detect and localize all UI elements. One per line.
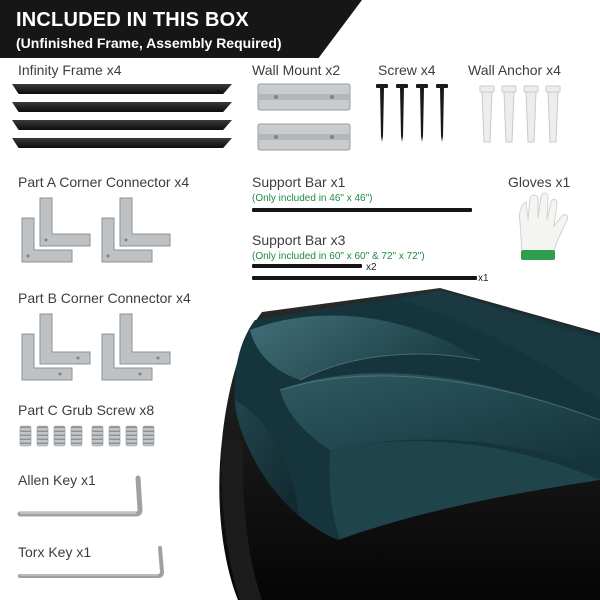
screw-label: Screw x4 xyxy=(378,62,436,78)
support-bar-1-note: (Only included in 46" x 46") xyxy=(252,193,373,204)
gloves-icon xyxy=(519,192,568,260)
corner-connector-a-icon xyxy=(21,197,171,263)
grub-screw-icon xyxy=(19,425,155,447)
part-b-label: Part B Corner Connector x4 xyxy=(18,290,191,306)
part-a-label: Part A Corner Connector x4 xyxy=(18,174,190,190)
support-bar-3-note: (Only included in 60" x 60" & 72" x 72") xyxy=(252,251,425,262)
allen-key-label: Allen Key x1 xyxy=(18,472,96,488)
gloves-label: Gloves x1 xyxy=(508,174,571,190)
support-bar-1-label: Support Bar x1 xyxy=(252,174,346,190)
wall-anchor-label: Wall Anchor x4 xyxy=(468,62,561,78)
screw-icon xyxy=(376,84,448,142)
part-c-label: Part C Grub Screw x8 xyxy=(18,402,155,418)
support-bar-3-label: Support Bar x3 xyxy=(252,232,346,248)
banner-subtitle: (Unfinished Frame, Assembly Required) xyxy=(16,35,282,51)
banner-title: INCLUDED IN THIS BOX xyxy=(16,9,249,31)
support-bar-qty-x2: x2 xyxy=(366,262,377,273)
corner-connector-b-icon xyxy=(21,313,171,381)
support-bar-qty-x1: x1 xyxy=(478,273,489,284)
torx-key-label: Torx Key x1 xyxy=(18,544,92,560)
header-banner xyxy=(0,0,362,58)
torx-key-icon xyxy=(18,546,165,578)
support-bar-set-icon xyxy=(252,264,477,280)
wall-mount-bracket-icon xyxy=(257,83,351,151)
infinity-frame-label: Infinity Frame x4 xyxy=(18,62,122,78)
wall-anchor-icon xyxy=(479,85,561,143)
wall-mount-label: Wall Mount x2 xyxy=(252,62,341,78)
support-bar-icon xyxy=(252,208,472,212)
allen-key-icon xyxy=(17,475,143,517)
